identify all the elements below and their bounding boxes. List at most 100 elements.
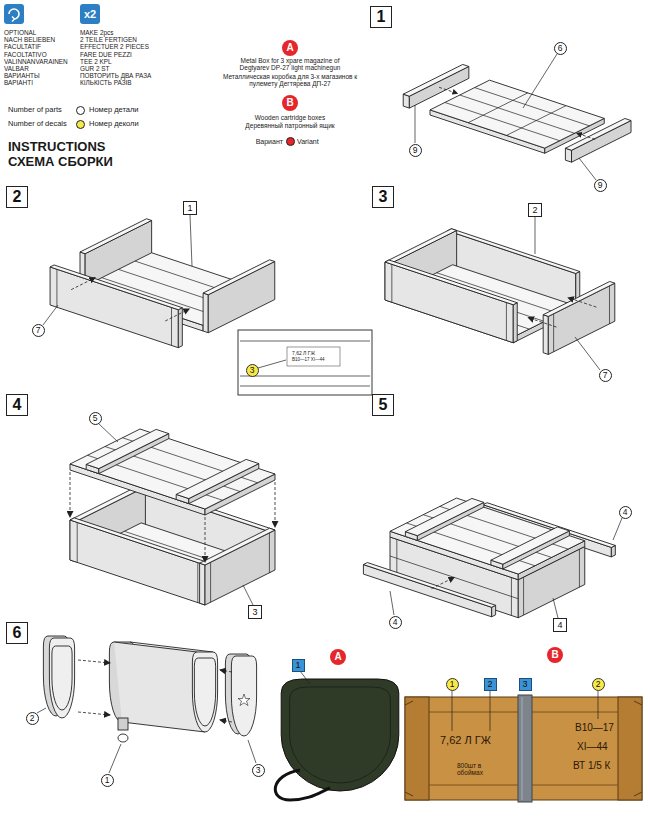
callout-number: 2 [30, 714, 35, 723]
label-text: ВАРІАНТІ [4, 79, 33, 86]
metal-box-variant [275, 679, 399, 800]
label-text: Номер деколи [89, 120, 139, 128]
variant-marker: B [547, 647, 563, 663]
label-text: FACOLTATIVO [4, 51, 47, 58]
callout-number: B [286, 98, 293, 108]
decal-callout: 2 [592, 678, 605, 691]
label-text: 800шт в обоймах [457, 762, 499, 776]
label-text: NACH BELIEBEN [4, 36, 55, 43]
step4-parts [70, 429, 275, 605]
label-text: ПОВТОРИТЬ ДВА РАЗА [80, 72, 151, 79]
label-text: MAKE 2pcs [80, 29, 113, 36]
callout-number: 4 [393, 618, 398, 627]
label-text: Metal Box for 3 xpare magazine of Degtya… [225, 57, 355, 71]
label-text: FARE DUE PEZZI [80, 51, 132, 58]
part-callout: 7 [32, 324, 45, 337]
part-callout: 4 [619, 506, 632, 519]
leader-lines [37, 54, 622, 773]
callout-number: A [334, 652, 341, 662]
label-text: EFFECTUER 2 PIECES [80, 43, 149, 50]
legend-text: Number of parts [8, 106, 62, 114]
label-text: GUR 2 ST [80, 65, 109, 72]
part-callout: 7 [599, 369, 612, 382]
step6-metal-box [43, 636, 256, 742]
callout-number: 3 [256, 766, 261, 775]
callout-number: x2 [84, 9, 96, 20]
step-number: 2 [6, 186, 28, 208]
assembly-callout: 4 [553, 618, 567, 632]
callout-number: 1 [187, 204, 192, 213]
label-text: FACULTATIF [4, 43, 41, 50]
variant-marker: B [282, 95, 298, 111]
label-text: VALINNANVARAINEN [4, 58, 68, 65]
variant-marker: A [330, 649, 346, 665]
step5-parts [363, 498, 615, 618]
part-callout: 1 [101, 774, 114, 787]
callout-number: 9 [598, 181, 603, 190]
step-number: 5 [372, 394, 394, 416]
part-callout: 4 [389, 616, 402, 629]
part-callout: 9 [409, 144, 422, 157]
legend-text: Number of decals [8, 120, 67, 128]
callout-number: 3 [522, 680, 527, 689]
callout-number: 2 [532, 206, 537, 215]
legend-swatch [76, 106, 85, 115]
label-text: Деревянный патронный ящик [215, 122, 365, 129]
assembly-callout: 2 [528, 203, 542, 217]
step-number: 4 [6, 394, 28, 416]
step-number: 3 [372, 186, 394, 208]
callout-number: 6 [558, 44, 563, 53]
paint-callout: 3 [519, 678, 532, 691]
callout-number: 7 [603, 371, 608, 380]
callout-number: 1 [377, 9, 386, 25]
label-text: ВТ 1/5 К [573, 760, 610, 771]
callout-number: 4 [623, 508, 628, 517]
callout-number: 4 [557, 621, 562, 630]
paint-callout: 2 [484, 678, 497, 691]
callout-number: 1 [450, 680, 455, 689]
wooden-box-variant [405, 695, 642, 802]
label-text: OPTIONAL [4, 29, 36, 36]
step1-parts [403, 64, 631, 162]
label-text: TEE 2 KPL [80, 58, 112, 65]
paint-callout: 1 [292, 659, 305, 672]
callout-number: 3 [250, 366, 255, 375]
label-text: 7,62 Л ГЖ [292, 351, 315, 357]
callout-number: 2 [487, 680, 492, 689]
label-text: КІЛЬКІСТЬ РАЗІВ [80, 79, 132, 86]
label-text: В10—17 XI—44 [292, 358, 325, 363]
decal-inset [238, 330, 372, 395]
part-callout: 9 [594, 179, 607, 192]
callout-number: 1 [105, 776, 110, 785]
label-text: XI—44 [577, 741, 608, 752]
optional-icon [4, 4, 24, 24]
label-text: Вариант [256, 138, 283, 146]
legend-swatch [76, 120, 85, 129]
callout-number: 2 [596, 680, 601, 689]
step-number: 1 [370, 6, 392, 28]
callout-number: 4 [13, 397, 22, 413]
step-number: 6 [6, 622, 28, 644]
assembly-callout: 3 [248, 605, 262, 619]
callout-number: 2 [13, 189, 22, 205]
callout-number: B [551, 650, 558, 660]
variant-marker: A [282, 40, 298, 56]
label-text: 2 TEILE FERTIGEN [80, 36, 137, 43]
part-callout: 2 [26, 712, 39, 725]
make-count-icon: x2 [80, 4, 100, 24]
decal-callout: 3 [246, 364, 259, 377]
callout-number: 5 [93, 414, 98, 423]
callout-number: 6 [13, 625, 22, 641]
label-text: В10—17 [575, 722, 614, 733]
callout-number: 7 [36, 326, 41, 335]
step2-parts [50, 219, 275, 348]
legend-swatch [286, 137, 295, 146]
callout-number: A [286, 43, 293, 53]
callout-number: 9 [413, 146, 418, 155]
label-text: 7,62 Л ГЖ [440, 734, 491, 746]
callout-number: 1 [295, 661, 300, 670]
decal-callout: 1 [446, 678, 459, 691]
legend-text: Variant [297, 138, 319, 146]
step3-parts [385, 229, 615, 355]
